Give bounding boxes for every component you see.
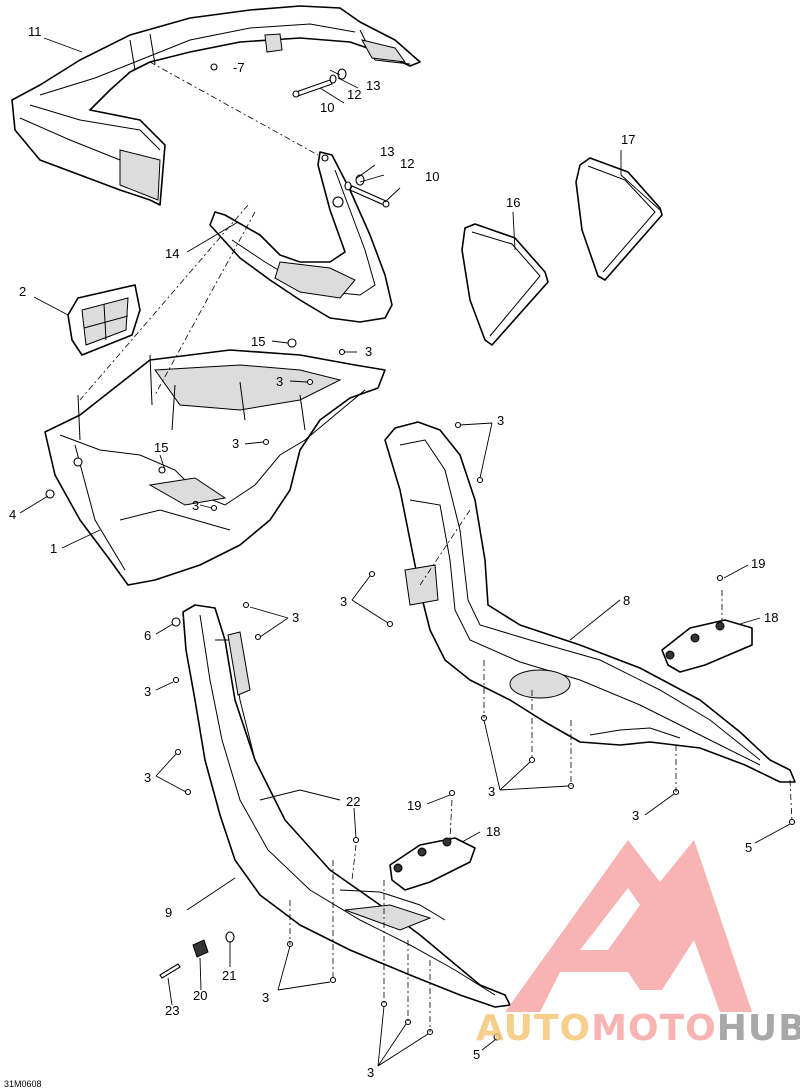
watermark-inner-shape [580, 888, 640, 950]
alignment-lines [79, 61, 793, 1032]
callout-23: 23 [165, 1003, 179, 1018]
part-16-pad [461, 223, 549, 346]
callout-6: 6 [144, 628, 151, 643]
part-14-center-support [209, 151, 393, 323]
callout-5: 5 [745, 840, 752, 855]
callout-1: 1 [50, 541, 57, 556]
callout-19: 19 [751, 556, 765, 571]
callout-3: 3 [632, 808, 639, 823]
callout-22: 22 [346, 794, 360, 809]
part-2-window-panel [67, 284, 141, 356]
callout-3: 3 [144, 684, 151, 699]
callout-3: 3 [340, 594, 347, 609]
watermark-hub: HUB [717, 1008, 800, 1049]
callout-11: 11 [28, 24, 42, 39]
callout-18: 18 [764, 610, 778, 625]
part-9-left-side-panel [182, 604, 511, 1008]
callout-3: 3 [292, 610, 299, 625]
callout-labels: 11 -7 13 12 10 13 12 10 17 16 14 2 15 3 … [4, 24, 778, 1089]
callout-3: 3 [232, 436, 239, 451]
callout-3: 3 [262, 990, 269, 1005]
callout-19: 19 [407, 798, 421, 813]
part-18-clip-plate-lower [389, 837, 476, 891]
callout-21: 21 [222, 968, 236, 983]
callout-3: 3 [192, 498, 199, 513]
automotohub-watermark: AUTOMOTOHUB [476, 840, 800, 1049]
part-18-clip-plate-upper [661, 619, 753, 673]
callout-12: 12 [400, 156, 414, 171]
callout-2: 2 [19, 284, 26, 299]
leader-lines [19, 37, 791, 1067]
callout-10: 10 [425, 169, 439, 184]
callout-8: 8 [623, 593, 630, 608]
callout-17: 17 [621, 132, 635, 147]
svg-text:AUTOMOTOHUB: AUTOMOTOHUB [476, 1008, 800, 1049]
callout-3: 3 [367, 1065, 374, 1080]
callout-10: 10 [320, 100, 334, 115]
callout-5: 5 [473, 1047, 480, 1062]
callout-3: 3 [365, 344, 372, 359]
callout-3: 3 [144, 770, 151, 785]
callout-3: 3 [276, 374, 283, 389]
part-17-pad [575, 157, 663, 281]
callout-12: 12 [347, 87, 361, 102]
callout-13: 13 [380, 144, 394, 159]
callout-3: 3 [497, 413, 504, 428]
callout-20: 20 [193, 988, 207, 1003]
callout-9: 9 [165, 905, 172, 920]
callout-18: 18 [486, 824, 500, 839]
callout-14: 14 [165, 246, 179, 261]
watermark-triangle-icon [505, 840, 752, 1012]
callout-15: 15 [251, 334, 265, 349]
callout-16: 16 [506, 195, 520, 210]
watermark-auto: AUTO [476, 1008, 591, 1049]
callout-4: 4 [9, 507, 16, 522]
callout-13: 13 [366, 78, 380, 93]
callout-7: -7 [233, 60, 245, 75]
part-11-upper-panel [11, 5, 421, 206]
part-8-right-side-panel [384, 421, 796, 783]
drawing-code: 31M0608 [4, 1079, 42, 1089]
callout-3: 3 [488, 784, 495, 799]
callout-15: 15 [154, 440, 168, 455]
watermark-moto: MOTO [591, 1008, 717, 1049]
part-1-lower-console [44, 349, 386, 586]
